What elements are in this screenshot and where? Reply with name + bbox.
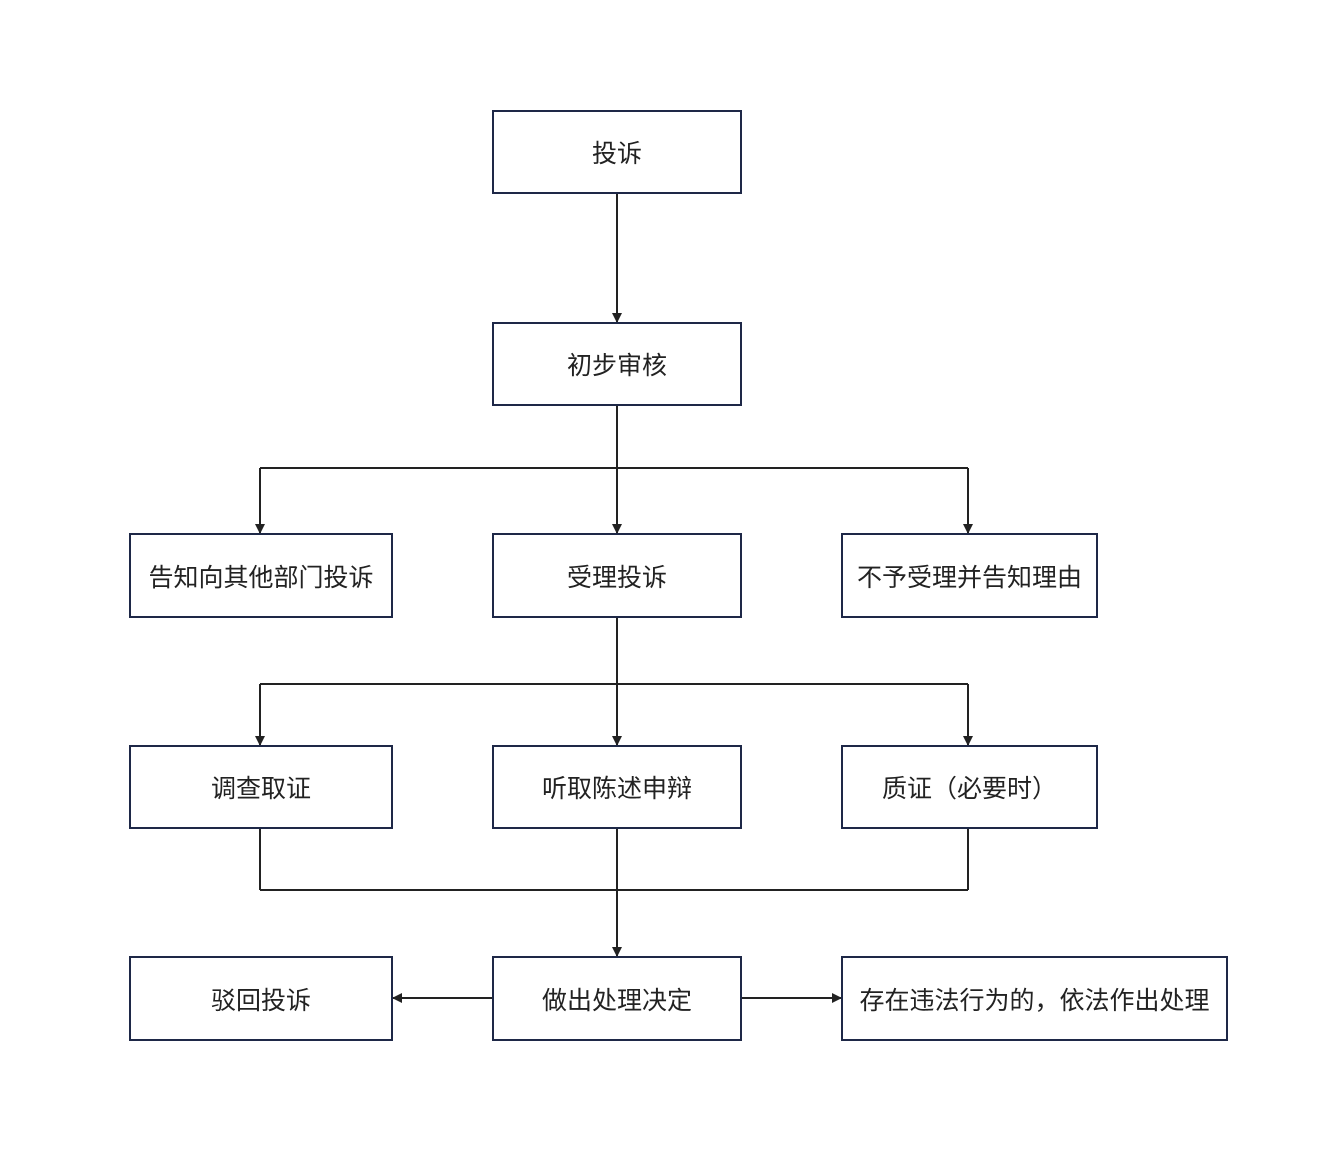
node-reject-with-reason-label: 不予受理并告知理由 — [856, 562, 1082, 592]
node-hearing: 听取陈述申辩 — [492, 745, 742, 829]
node-reject-with-reason: 不予受理并告知理由 — [841, 533, 1098, 618]
node-preliminary-review: 初步审核 — [492, 322, 742, 406]
node-preliminary-review-label: 初步审核 — [566, 351, 667, 380]
node-handle-violation-label: 存在违法行为的，依法作出处理 — [859, 985, 1210, 1015]
node-investigate-label: 调查取证 — [210, 774, 311, 803]
node-notify-other-dept-label: 告知向其他部门投诉 — [148, 562, 374, 592]
node-notify-other-dept: 告知向其他部门投诉 — [129, 533, 393, 618]
node-cross-examination: 质证（必要时） — [841, 745, 1098, 829]
node-cross-examination-label: 质证（必要时） — [881, 774, 1057, 803]
node-accept-complaint: 受理投诉 — [492, 533, 742, 618]
node-dismiss-complaint: 驳回投诉 — [129, 956, 393, 1041]
node-handle-violation: 存在违法行为的，依法作出处理 — [841, 956, 1228, 1041]
node-complaint: 投诉 — [492, 110, 742, 194]
node-dismiss-complaint-label: 驳回投诉 — [210, 985, 311, 1015]
node-investigate: 调查取证 — [129, 745, 393, 829]
node-complaint-label: 投诉 — [591, 139, 642, 168]
node-hearing-label: 听取陈述申辩 — [541, 774, 692, 803]
node-make-decision-label: 做出处理决定 — [541, 985, 692, 1015]
node-accept-complaint-label: 受理投诉 — [566, 562, 667, 592]
node-make-decision: 做出处理决定 — [492, 956, 742, 1041]
